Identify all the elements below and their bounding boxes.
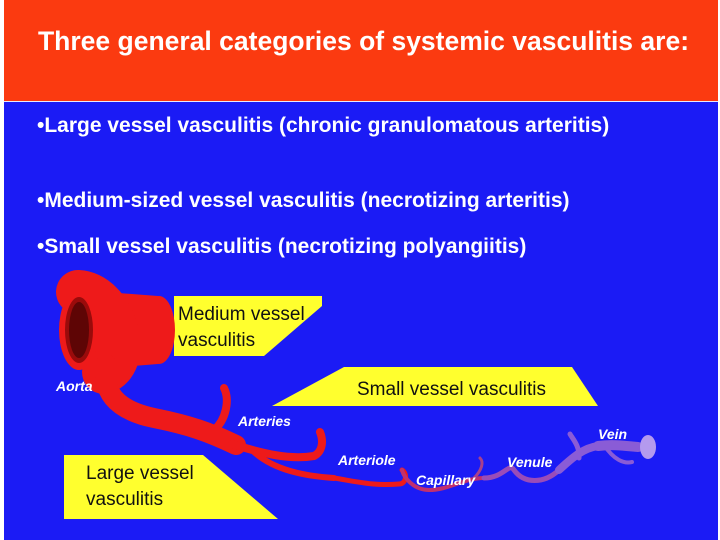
medium-callout-line1: Medium vessel — [178, 304, 305, 325]
small-vessel-callout: Small vessel vasculitis — [272, 367, 598, 406]
large-callout-line1: Large vessel — [86, 463, 194, 484]
medium-vessel-callout: Medium vessel vasculitis — [174, 296, 322, 356]
aorta-vessel — [56, 270, 175, 394]
small-callout-text: Small vessel vasculitis — [357, 379, 546, 400]
large-callout-line2: vasculitis — [86, 489, 163, 510]
label-aorta: Aorta — [55, 378, 93, 394]
slide: Three general categories of systemic vas… — [4, 0, 718, 540]
bullet-medium-vessel: •Medium-sized vessel vasculitis (necroti… — [37, 189, 570, 212]
label-capillary: Capillary — [416, 472, 476, 488]
large-vessel-callout: Large vessel vasculitis — [64, 455, 278, 519]
slide-title: Three general categories of systemic vas… — [38, 26, 690, 56]
bullet-large-vessel: •Large vessel vasculitis (chronic granul… — [37, 114, 610, 137]
label-vein: Vein — [598, 426, 627, 442]
label-venule: Venule — [507, 454, 553, 470]
medium-callout-line2: vasculitis — [178, 330, 255, 351]
bullet-small-vessel: •Small vessel vasculitis (necrotizing po… — [37, 235, 527, 258]
label-arteries: Arteries — [237, 413, 291, 429]
vessel-diagram: Medium vessel vasculitis Small vessel va… — [55, 270, 656, 519]
vessel-tree — [95, 354, 656, 492]
label-arteriole: Arteriole — [337, 452, 396, 468]
title-bar: Three general categories of systemic vas… — [4, 0, 718, 102]
